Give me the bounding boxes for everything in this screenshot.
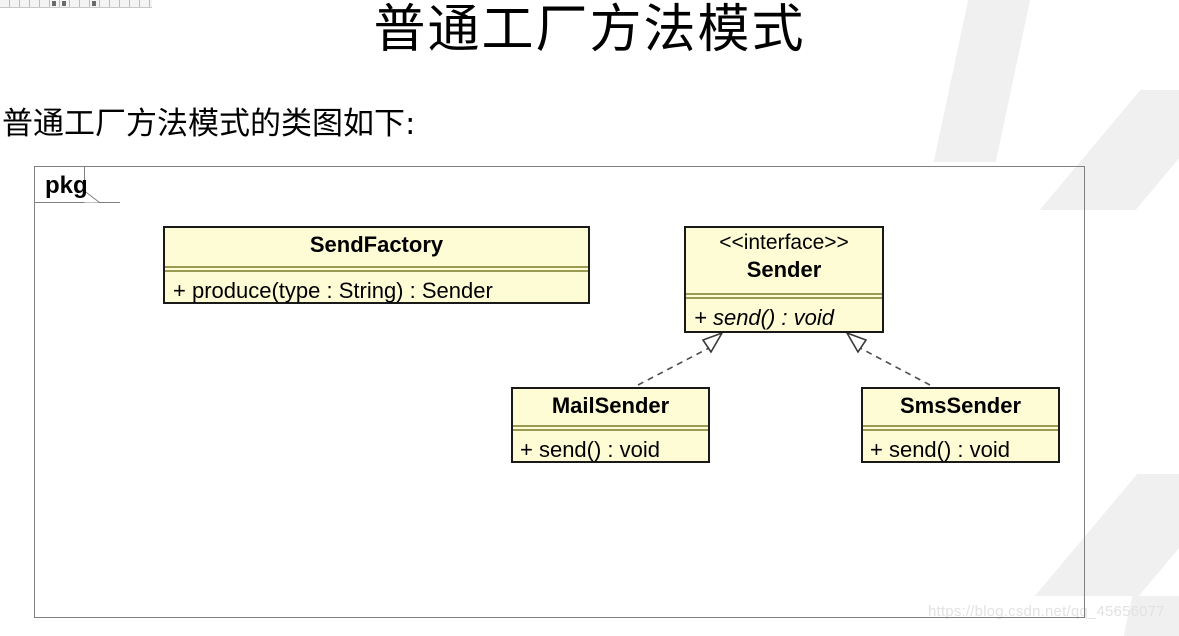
package-tab-bevel-icon bbox=[84, 166, 100, 203]
ruler-strip bbox=[0, 0, 152, 8]
package-label: pkg bbox=[45, 172, 88, 199]
page-title: 普通工厂方法模式 bbox=[373, 0, 806, 60]
uml-interface-sender[interactable]: <<interface>> Sender + send() : void bbox=[684, 226, 884, 333]
uml-operations-compartment: + send() : void bbox=[863, 431, 1058, 469]
uml-class-smssender[interactable]: SmsSender + send() : void bbox=[861, 387, 1060, 463]
package-frame bbox=[34, 166, 1085, 618]
uml-compartment-separator bbox=[513, 425, 708, 431]
uml-operations-compartment: + send() : void bbox=[686, 299, 882, 337]
package-tab bbox=[34, 167, 120, 203]
ruler-tick bbox=[62, 1, 66, 6]
uml-stereotype: <<interface>> bbox=[719, 231, 849, 254]
uml-class-name: MailSender bbox=[551, 393, 670, 418]
ruler-tick bbox=[52, 1, 56, 6]
uml-compartment-separator bbox=[863, 425, 1058, 431]
uml-class-name: Sender bbox=[746, 257, 822, 282]
uml-class-mailsender[interactable]: MailSender + send() : void bbox=[511, 387, 710, 463]
uml-operation: + send() : void bbox=[520, 437, 661, 462]
uml-operation: + send() : void bbox=[694, 305, 835, 330]
uml-operation: + send() : void bbox=[870, 437, 1011, 462]
uml-operation: + produce(type : String) : Sender bbox=[173, 278, 493, 303]
watermark-url: https://blog.csdn.net/qq_45656077 bbox=[928, 603, 1165, 620]
uml-class-header: SendFactory bbox=[165, 228, 588, 266]
uml-class-header: MailSender bbox=[513, 389, 708, 425]
uml-class-name: SmsSender bbox=[899, 393, 1022, 418]
uml-compartment-separator bbox=[165, 266, 588, 272]
uml-class-header: <<interface>> Sender bbox=[686, 228, 882, 293]
ruler-tick bbox=[92, 1, 96, 6]
page-subtitle: 普通工厂方法模式的类图如下: bbox=[2, 106, 416, 142]
uml-compartment-separator bbox=[686, 293, 882, 299]
uml-class-name: SendFactory bbox=[309, 232, 444, 257]
uml-class-header: SmsSender bbox=[863, 389, 1058, 425]
uml-operations-compartment: + produce(type : String) : Sender bbox=[165, 272, 588, 310]
uml-operations-compartment: + send() : void bbox=[513, 431, 708, 469]
uml-class-sendfactory[interactable]: SendFactory + produce(type : String) : S… bbox=[163, 226, 590, 304]
